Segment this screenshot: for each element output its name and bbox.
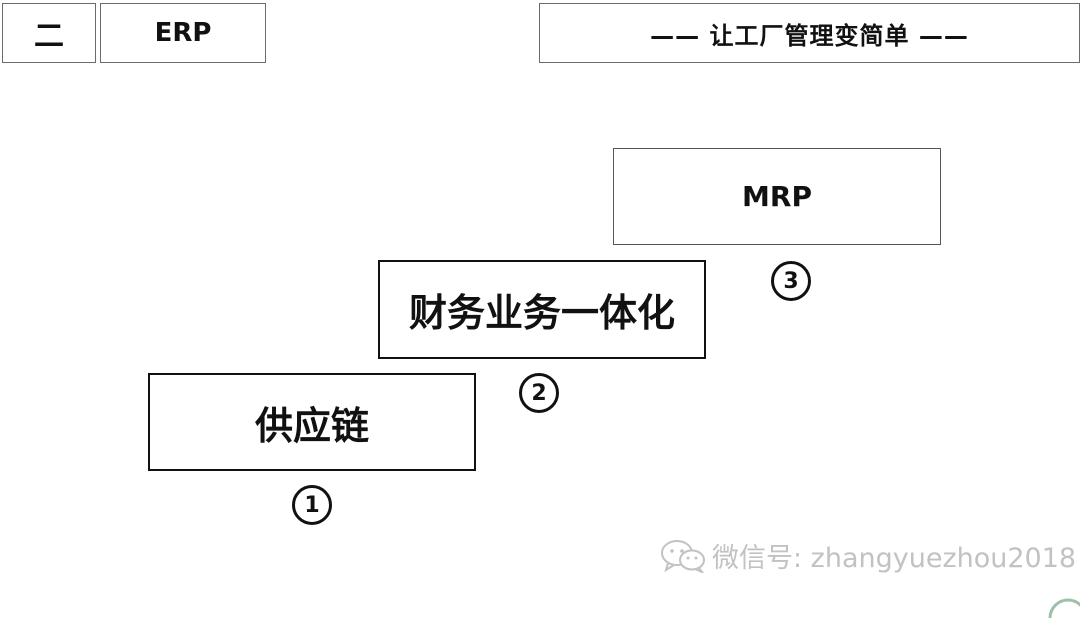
step-marker-2: 2 — [519, 373, 559, 413]
section-number: 二 — [34, 19, 64, 54]
step-box-mrp: MRP — [613, 148, 941, 245]
step-marker-number: 1 — [304, 492, 320, 518]
step-box-supply-chain: 供应链 — [148, 373, 476, 471]
watermark-text: 微信号: zhangyuezhou2018 — [712, 543, 1077, 574]
step-marker-3: 3 — [771, 261, 811, 301]
step-label: 供应链 — [254, 403, 369, 448]
step-marker-number: 3 — [783, 268, 799, 294]
step-box-finance-integration: 财务业务一体化 — [378, 260, 706, 359]
slogan-text: —— 让工厂管理变简单 —— — [650, 21, 969, 50]
step-label: MRP — [742, 180, 812, 213]
section-title: ERP — [154, 18, 212, 48]
section-number-box: 二 — [2, 3, 96, 63]
corner-seal-icon — [1048, 598, 1080, 618]
section-title-box: ERP — [100, 3, 266, 63]
wechat-icon — [661, 539, 705, 573]
step-marker-number: 2 — [531, 380, 547, 406]
step-label: 财务业务一体化 — [408, 291, 675, 335]
slogan-box: —— 让工厂管理变简单 —— — [539, 3, 1080, 63]
watermark: 微信号: zhangyuezhou2018 — [660, 536, 1076, 575]
step-marker-1: 1 — [292, 485, 332, 525]
